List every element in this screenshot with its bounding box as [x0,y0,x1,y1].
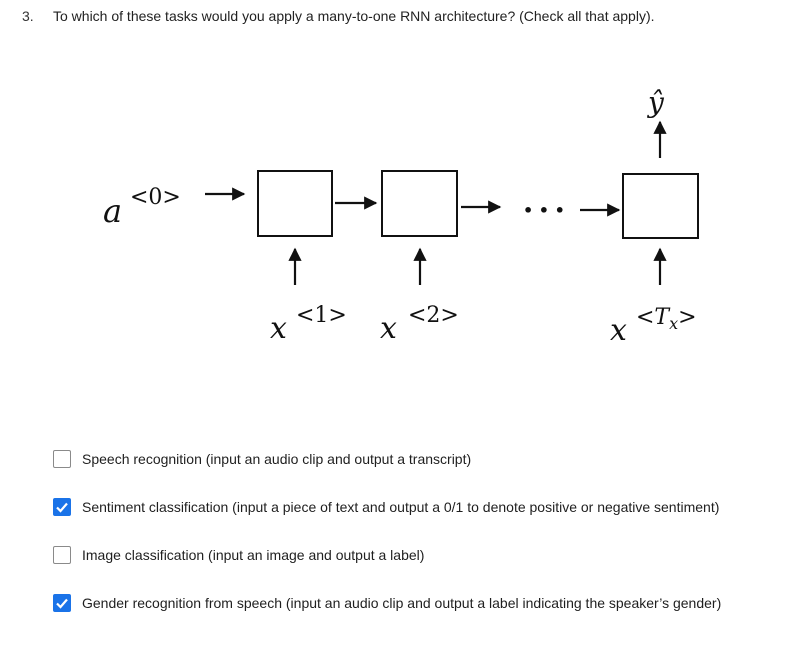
xT-label: x [610,313,627,348]
rnn-cell-final [622,173,699,239]
checkbox[interactable] [53,498,71,516]
x2-superscript: <2> [408,303,459,328]
ellipsis: • • • [523,201,565,220]
option-image-classification[interactable]: Image classification (input an image and… [53,543,793,567]
option-sentiment-classification[interactable]: Sentiment classification (input a piece … [53,495,793,519]
xT-sup-sub: x [669,314,678,333]
option-label: Image classification (input an image and… [82,547,425,563]
checkmark-icon [56,598,68,609]
checkbox[interactable] [53,546,71,564]
option-speech-recognition[interactable]: Speech recognition (input an audio clip … [53,447,793,471]
x2-label: x [380,311,397,346]
answer-options: Speech recognition (input an audio clip … [53,447,793,639]
x1-superscript: <1> [296,303,347,328]
x1-label: x [270,311,287,346]
option-gender-recognition[interactable]: Gender recognition from speech (input an… [53,591,793,615]
output-y-hat: ŷ [646,86,665,119]
a0-label: a [103,192,122,230]
a0-superscript: <0> [130,185,181,210]
checkbox[interactable] [53,450,71,468]
rnn-many-to-one-diagram: a <0> • • • ŷ x <1> x <2> x <Tx> [103,86,699,348]
checkbox[interactable] [53,594,71,612]
question-number: 3. [22,8,34,24]
checkmark-icon [56,502,68,513]
option-label: Speech recognition (input an audio clip … [82,451,472,467]
option-label: Gender recognition from speech (input an… [82,595,722,611]
xT-sup-right: > [678,305,696,330]
xT-sup-left: <T [636,305,671,330]
rnn-cell-2 [381,170,458,237]
question-text: To which of these tasks would you apply … [53,8,655,24]
option-label: Sentiment classification (input a piece … [82,499,720,515]
rnn-cell-1 [257,170,333,237]
xT-superscript: <Tx> [636,305,697,333]
